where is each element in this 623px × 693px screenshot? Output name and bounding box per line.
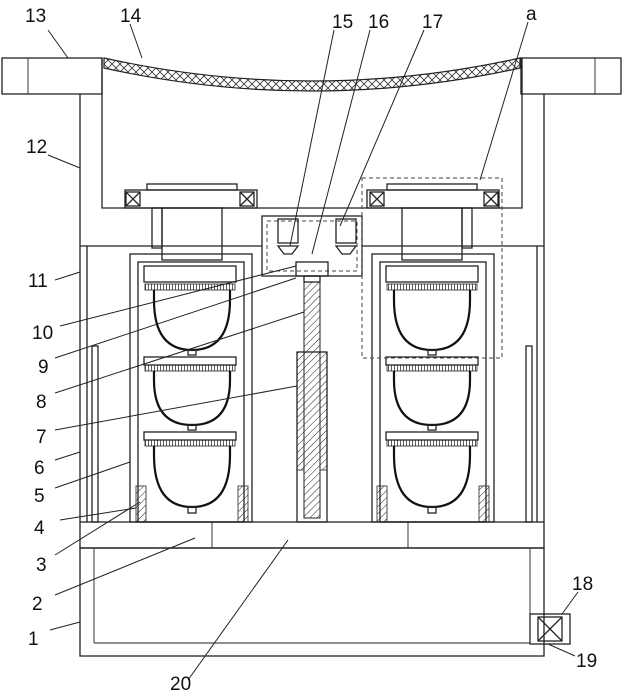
left-cup-stack [129, 253, 253, 523]
curved-screen [103, 57, 521, 92]
label-5: 5 [34, 486, 45, 507]
part-labels: 1 2 3 4 5 6 7 8 9 10 11 12 13 14 15 16 1… [25, 4, 597, 693]
right-bearing-block [366, 183, 500, 261]
base-tank [79, 547, 545, 657]
label-8: 8 [36, 392, 47, 413]
label-2: 2 [32, 594, 43, 615]
label-a: a [526, 4, 537, 25]
label-14: 14 [120, 6, 142, 27]
central-screw-column [296, 281, 328, 523]
left-bearing-block [124, 183, 258, 261]
label-4: 4 [34, 518, 45, 539]
label-19: 19 [576, 651, 597, 672]
upper-body [1, 57, 622, 247]
detail-region-a [361, 177, 503, 359]
outer-housing [79, 246, 545, 523]
right-cup-stack [371, 253, 495, 523]
label-20: 20 [170, 674, 191, 693]
label-15: 15 [332, 12, 353, 33]
drain-valve [529, 613, 571, 645]
label-3: 3 [36, 555, 47, 576]
center-drive-box [261, 215, 363, 283]
label-7: 7 [36, 427, 47, 448]
label-6: 6 [34, 458, 45, 479]
label-12: 12 [26, 137, 47, 158]
label-17: 17 [422, 12, 443, 33]
base-plate [79, 521, 545, 549]
label-16: 16 [368, 12, 389, 33]
label-11: 11 [28, 271, 48, 292]
label-18: 18 [572, 574, 593, 595]
label-10: 10 [32, 323, 53, 344]
label-13: 13 [25, 6, 46, 27]
label-9: 9 [38, 357, 49, 378]
leader-lines [47, 21, 579, 681]
label-1: 1 [28, 629, 39, 650]
